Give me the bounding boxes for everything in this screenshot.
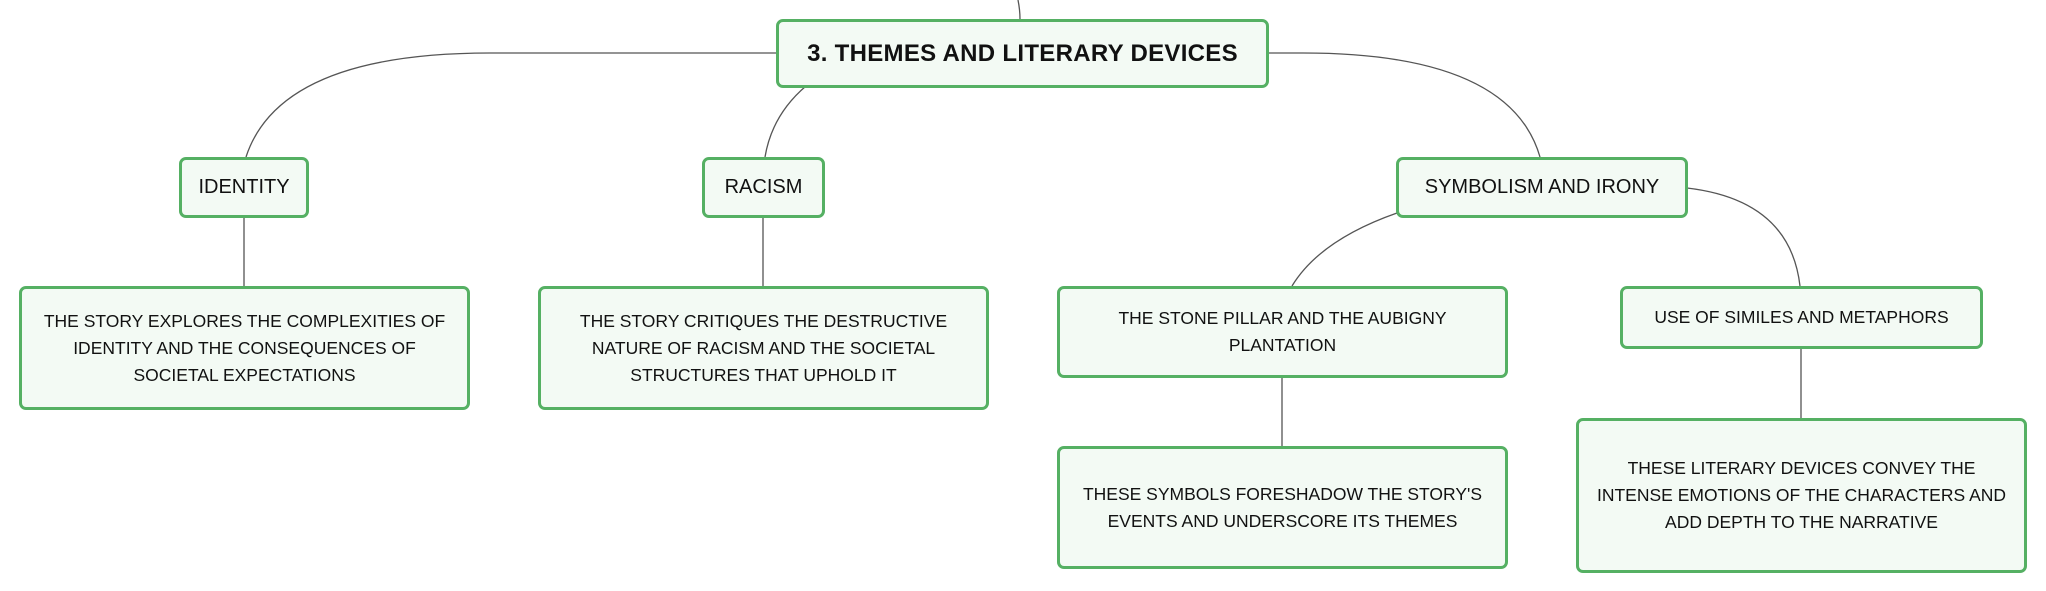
- identity-node[interactable]: IDENTITY: [179, 157, 309, 218]
- stone-pillar-node[interactable]: THE STONE PILLAR AND THE AUBIGNY PLANTAT…: [1057, 286, 1508, 378]
- connector-symbolism-stone: [1291, 212, 1398, 287]
- racism-node-label: RACISM: [724, 176, 803, 198]
- identity-detail-node[interactable]: THE STORY EXPLORES THE COMPLEXITIES OF I…: [19, 286, 470, 410]
- stone-pillar-detail-node[interactable]: THESE SYMBOLS FORESHADOW THE STORY'S EVE…: [1057, 446, 1508, 569]
- connector-root-symbolism: [1267, 52, 1541, 158]
- racism-detail-node[interactable]: THE STORY CRITIQUES THE DESTRUCTIVE NATU…: [538, 286, 989, 410]
- connector-root-racism: [764, 85, 807, 158]
- symbolism-irony-node-label: SYMBOLISM AND IRONY: [1424, 176, 1660, 198]
- racism-detail-text: THE STORY CRITIQUES THE DESTRUCTIVE NATU…: [579, 310, 948, 385]
- connector-symbolism-similes: [1686, 187, 1801, 287]
- connector-root-identity: [245, 52, 776, 158]
- stone-pillar-detail-text: THESE SYMBOLS FORESHADOW THE STORY'S EVE…: [1082, 483, 1483, 531]
- similes-metaphors-detail-node[interactable]: THESE LITERARY DEVICES CONVEY THE INTENS…: [1576, 418, 2027, 573]
- similes-metaphors-detail-text: THESE LITERARY DEVICES CONVEY THE INTENS…: [1596, 458, 2007, 532]
- connector-parent-root: [1017, 0, 1021, 20]
- identity-detail-text: THE STORY EXPLORES THE COMPLEXITIES OF I…: [43, 310, 446, 385]
- racism-node[interactable]: RACISM: [702, 157, 825, 218]
- identity-node-label: IDENTITY: [198, 176, 290, 198]
- stone-pillar-label: THE STONE PILLAR AND THE AUBIGNY PLANTAT…: [1118, 308, 1447, 355]
- symbolism-irony-node[interactable]: SYMBOLISM AND IRONY: [1396, 157, 1688, 218]
- similes-metaphors-label: USE OF SIMILES AND METAPHORS: [1654, 307, 1949, 327]
- root-node[interactable]: 3. THEMES AND LITERARY DEVICES: [776, 19, 1269, 88]
- root-node-label: 3. THEMES AND LITERARY DEVICES: [807, 39, 1238, 67]
- similes-metaphors-node[interactable]: USE OF SIMILES AND METAPHORS: [1620, 286, 1983, 349]
